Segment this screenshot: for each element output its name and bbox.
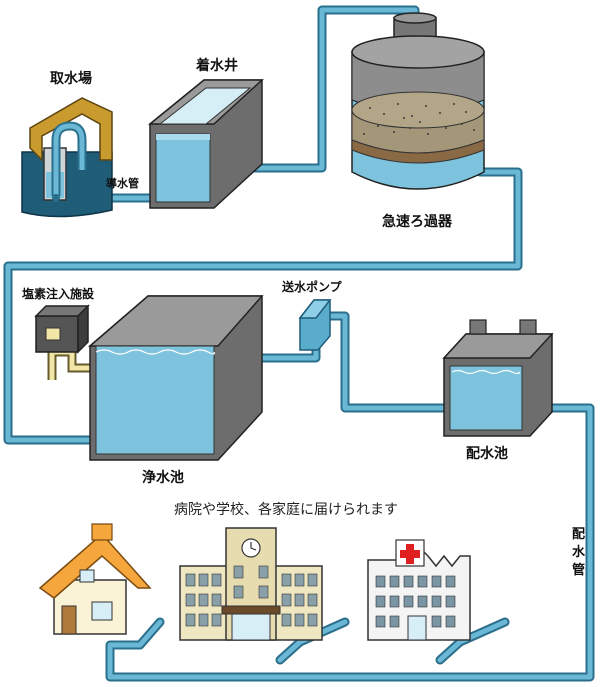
transmission-pump (298, 299, 332, 351)
label-distribution-reservoir: 配水池 (466, 445, 508, 462)
intake-facility (21, 97, 113, 218)
label-pump: 送水ポンプ (281, 279, 343, 294)
labels: 取水場 導水管 着水井 急速ろ過器 塩素注入施設 送水ポンプ 浄水池 配水池 配… (22, 57, 586, 578)
label-clear-well: 浄水池 (142, 469, 184, 486)
house (38, 523, 152, 635)
pipe-network (3, 5, 595, 682)
label-intake: 取水場 (50, 70, 92, 87)
red-cross-icon (400, 544, 420, 564)
label-chlorine: 塩素注入施設 (22, 286, 95, 301)
caption-delivery: 病院や学校、各家庭に届けられます (174, 501, 398, 518)
distribution-reservoir (442, 319, 554, 437)
label-receiving-well: 着水井 (195, 57, 238, 74)
label-distribution-pipe-1: 配 (572, 527, 585, 542)
label-conduit: 導水管 (106, 176, 139, 190)
label-rapid-filter: 急速ろ過器 (382, 213, 453, 230)
receiving-well (147, 79, 264, 209)
hospital (367, 539, 471, 641)
label-distribution-pipe-3: 管 (572, 562, 585, 578)
clear-well (87, 295, 264, 461)
school (179, 527, 323, 641)
label-distribution-pipe-2: 水 (572, 544, 586, 560)
chlorine-facility (34, 304, 100, 380)
rapid-filter (351, 12, 485, 190)
